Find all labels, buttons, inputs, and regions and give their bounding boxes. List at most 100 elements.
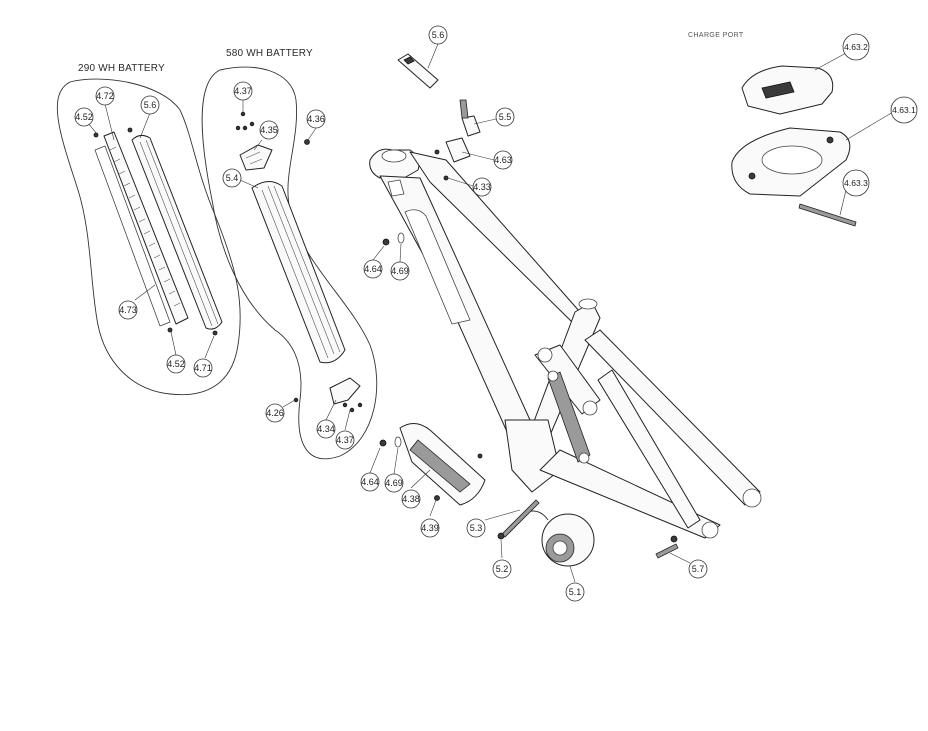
callout-label: 4.33 [473,182,491,192]
callout-label: 4.69 [385,478,403,488]
callout-circle [166,354,186,374]
callout-4-71: 4.71 [193,358,213,378]
callout-5-5: 5.5 [495,107,515,127]
battery-580-caption: 580 WH BATTERY [226,48,313,59]
callout-4-37-b: 4.37 [335,430,355,450]
callout-4-69-a: 4.69 [390,261,410,281]
callout-circle [688,559,708,579]
skid-plate [399,423,486,506]
callout-5-3: 5.3 [466,518,486,538]
callout-4-26: 4.26 [265,403,285,423]
battery-290-cover [94,145,171,327]
skid-plate-bolt-and-washer [379,436,440,501]
callout-circle [492,559,512,579]
callout-label: 4.52 [75,112,93,122]
callout-label: 4.52 [167,359,185,369]
callout-4-33: 4.33 [472,177,492,197]
leader-lines [83,43,894,583]
callout-4-64-b: 4.64 [360,472,380,492]
battery-580-top-mount [239,144,273,171]
charge-port-base [731,127,851,197]
callout-4-52-b: 4.52 [166,354,186,374]
callout-4-52-a: 4.52 [74,107,94,127]
callout-label: 5.7 [692,564,705,574]
callout-circle [74,107,94,127]
callout-circle [842,169,870,197]
callout-circle [890,96,918,124]
callout-4-38: 4.38 [401,489,421,509]
display-mount [459,99,481,137]
callout-circle [363,259,383,279]
callout-4-35: 4.35 [259,120,279,140]
motor-unit [525,510,595,567]
callout-label: 4.39 [421,523,439,533]
callout-circle [306,109,326,129]
port-cover [434,137,471,181]
callout-5-2: 5.2 [492,559,512,579]
callout-label: 5.4 [226,173,239,183]
callout-label: 5.2 [496,564,509,574]
battery-290-outline [56,78,241,396]
callout-4-63-1: 4.63.1 [890,96,918,124]
callout-label: 4.38 [402,494,420,504]
callout-circle [401,489,421,509]
callout-label: 4.63.3 [844,178,868,188]
callout-label: 4.73 [119,305,137,315]
callout-circle [95,86,115,106]
callout-5-6-a: 5.6 [140,95,160,115]
callout-circle [390,261,410,281]
callout-label: 4.36 [307,114,325,124]
callout-4-37-a: 4.37 [233,81,253,101]
callout-label: 4.63 [494,155,512,165]
callout-label: 4.72 [96,91,114,101]
battery-290-rail [103,131,189,325]
callout-circle [384,473,404,493]
battery-580-bottom-mount [329,377,361,405]
callout-circle [222,168,242,188]
callout-circle [316,419,336,439]
callout-label: 4.69 [391,266,409,276]
axle-pin [655,535,679,559]
callout-label: 5.3 [470,523,483,533]
callout-circle [259,120,279,140]
charge-port-caption: CHARGE PORT [688,32,744,39]
callout-circle [493,150,513,170]
callout-label: 4.26 [266,408,284,418]
battery-580-screws [235,111,363,413]
callout-circle [466,518,486,538]
callout-4-39: 4.39 [420,518,440,538]
callout-label: 5.6 [432,30,445,40]
callout-4-34: 4.34 [316,419,336,439]
front-bolt-and-washer [382,232,405,246]
callout-4-63-3: 4.63.3 [842,169,870,197]
callout-circle [428,25,448,45]
battery-290-caption: 290 WH BATTERY [78,63,165,74]
callout-5-7: 5.7 [688,559,708,579]
charge-port-cover [741,65,834,115]
callout-4-64-a: 4.64 [363,259,383,279]
callout-circle [233,81,253,101]
callout-label: 4.64 [364,264,382,274]
callout-label: 4.63.2 [844,42,868,52]
callout-label: 4.71 [194,363,212,373]
cable-guide-top [397,53,439,89]
callout-4-69-b: 4.69 [384,473,404,493]
callout-circle [565,582,585,602]
motor-bolts [497,499,540,540]
callout-4-63-2: 4.63.2 [842,33,870,61]
rear-swingarm [539,329,762,539]
callout-circle [495,107,515,127]
battery-290-cell [131,134,223,330]
callout-label: 5.5 [499,112,512,122]
callout-circle [193,358,213,378]
battery-290-screws [93,127,218,336]
callout-4-73: 4.73 [118,300,138,320]
callout-label: 4.63.1 [892,105,916,115]
callout-circle [140,95,160,115]
callout-5-4: 5.4 [222,168,242,188]
rocker-link [534,344,601,416]
callout-4-72: 4.72 [95,86,115,106]
callout-label: 4.64 [361,477,379,487]
callout-5-6-b: 5.6 [428,25,448,45]
